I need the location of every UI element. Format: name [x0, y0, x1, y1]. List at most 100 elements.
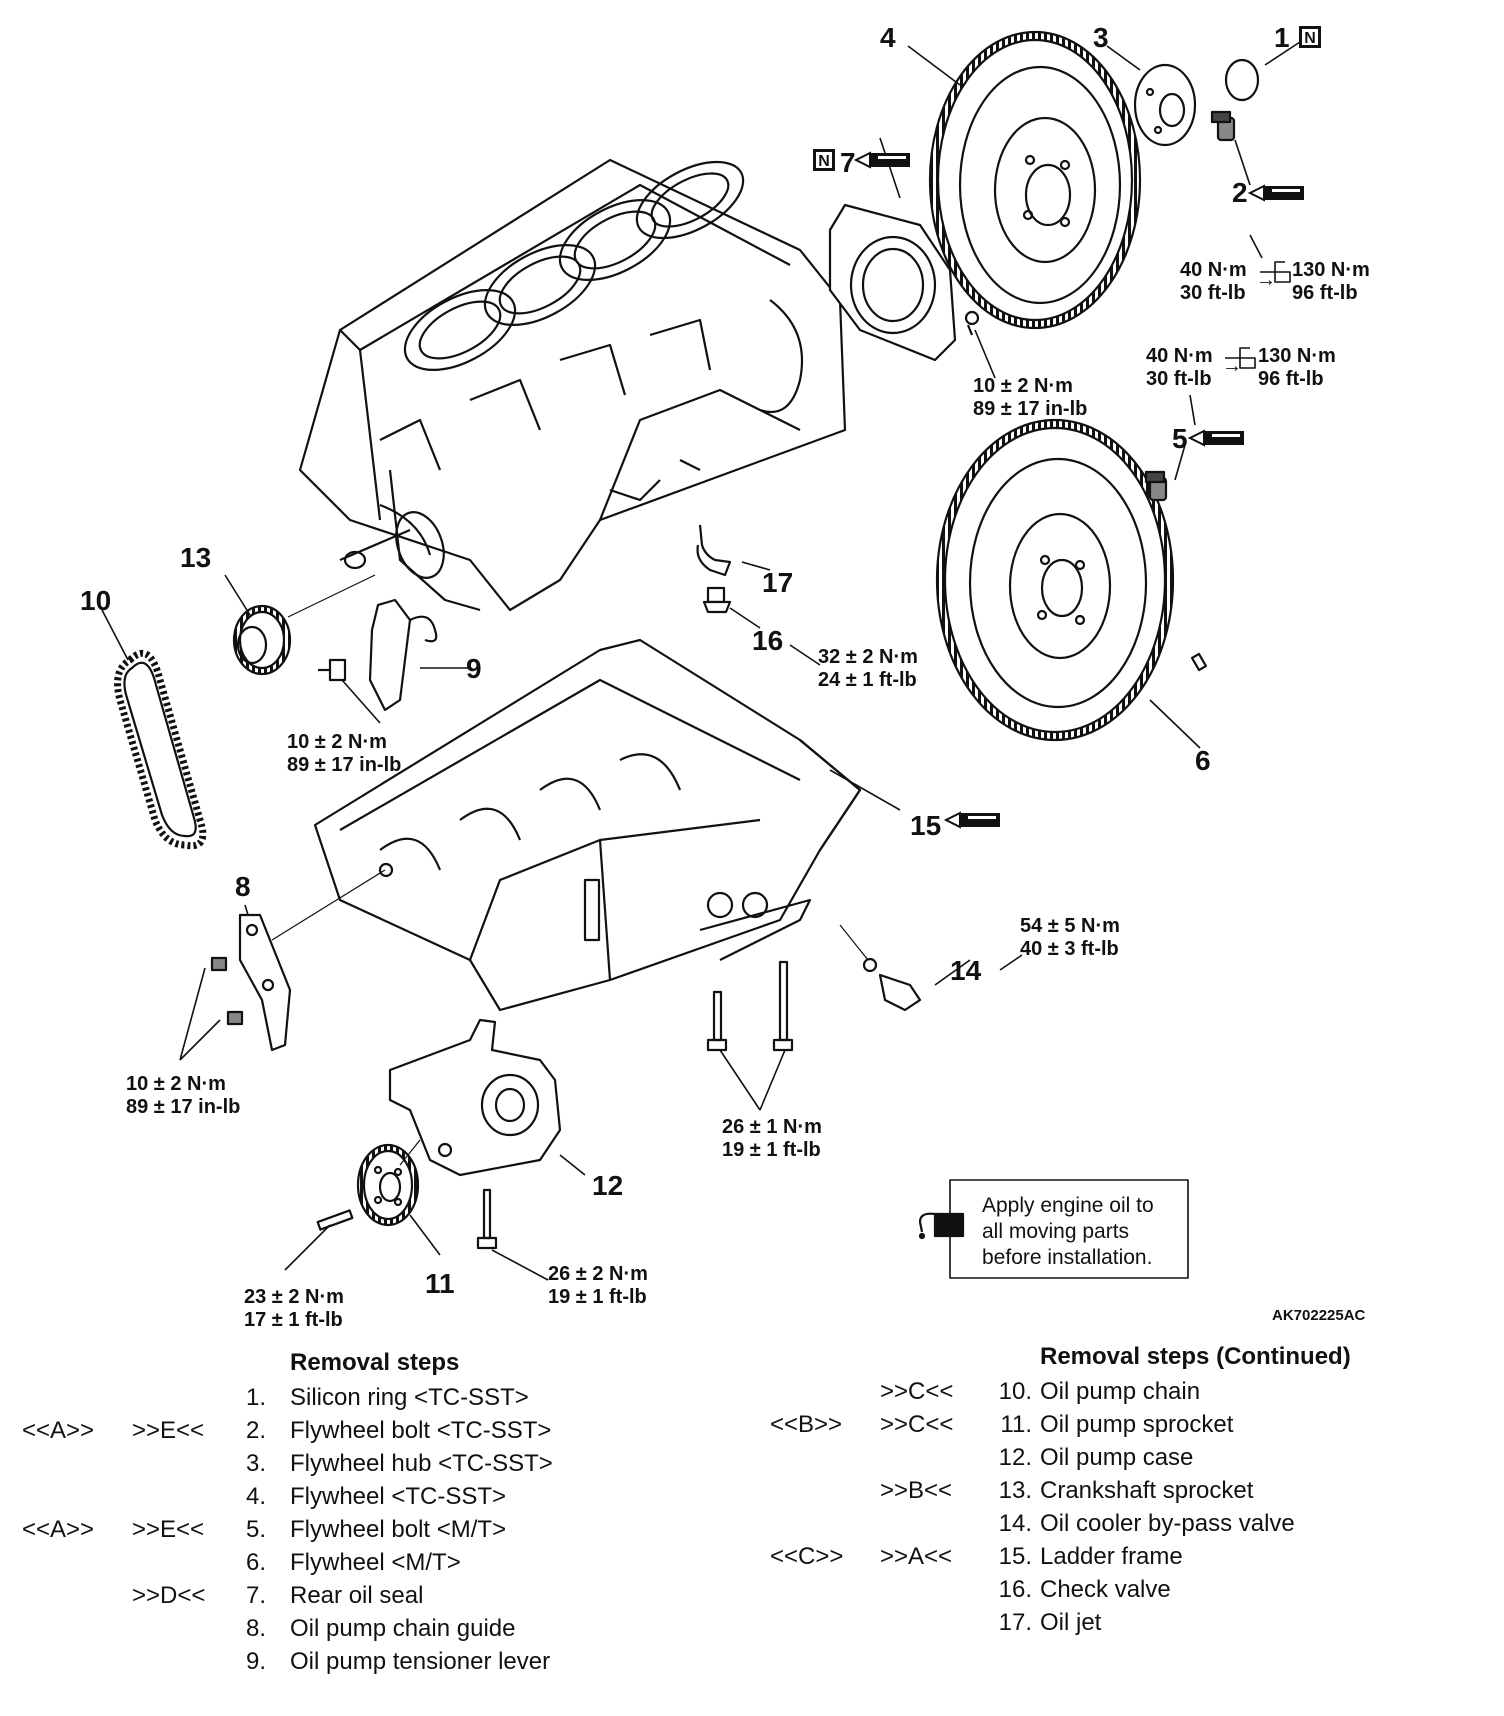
torque-7-nm: 10 ± 2 N·m: [973, 375, 1073, 397]
callout-16: 16: [752, 625, 783, 656]
new-part-mark-7: N: [813, 149, 835, 171]
step-number: 6.: [245, 1549, 266, 1576]
torque-5a-nm: 40 N·m: [1146, 345, 1213, 367]
step-row: 1. Silicon ring <TC-SST>: [22, 1381, 622, 1414]
step-number: 10.: [998, 1378, 1032, 1405]
step-row: >>B<<13.Crankshaft sprocket: [770, 1474, 1490, 1507]
torque-16-nm: 32 ± 2 N·m: [818, 646, 918, 668]
ladder-frame-bolts: [706, 960, 794, 1052]
removal-symbol: <<A>>: [22, 1417, 95, 1444]
torque-step-bracket-2: [1260, 261, 1291, 283]
step-number: 4.: [245, 1483, 266, 1510]
step-row: 16. Check valve: [770, 1573, 1490, 1606]
torque-5b-ftlb: 96 ft-lb: [1258, 368, 1324, 390]
torque-11-ftlb: 17 ± 1 ft-lb: [244, 1309, 343, 1331]
step-number: 1.: [245, 1384, 266, 1411]
torque-8-nm: 10 ± 2 N·m: [126, 1073, 226, 1095]
svg-text:N: N: [818, 153, 830, 170]
cylinder-block: [298, 158, 847, 612]
removal-symbol: <<A>>: [22, 1516, 95, 1543]
step-text: Oil jet: [1040, 1609, 1102, 1636]
torque-5b-nm: 130 N·m: [1258, 345, 1336, 367]
torque-2a-nm: 40 N·m: [1180, 259, 1247, 281]
alignment-lines: [271, 574, 869, 1166]
step-number: 15.: [998, 1543, 1032, 1570]
callout-3: 3: [1093, 22, 1109, 53]
arrow-mark-15: [945, 812, 1001, 828]
torque-14-nm: 54 ± 5 N·m: [1020, 915, 1120, 937]
flywheel-tc-sst: [928, 30, 1142, 330]
oil-jet: [696, 524, 732, 577]
step-number: 8.: [245, 1615, 266, 1642]
installation-symbol: >>E<<: [132, 1417, 205, 1444]
arrow-mark-5: [1189, 430, 1245, 446]
check-valve: [702, 586, 732, 614]
callout-14: 14: [950, 955, 982, 986]
step-number: 2.: [245, 1417, 266, 1444]
callout-12: 12: [592, 1170, 623, 1201]
torque-7-inlb: 89 ± 17 in-lb: [973, 398, 1087, 420]
step-text: Oil pump case: [1040, 1444, 1194, 1471]
torque-8-inlb: 89 ± 17 in-lb: [126, 1096, 240, 1118]
step-text: Flywheel <TC-SST>: [290, 1483, 507, 1510]
callout-5: 5: [1172, 423, 1188, 454]
step-text: Silicon ring <TC-SST>: [290, 1384, 529, 1411]
step-row: 12. Oil pump case: [770, 1441, 1490, 1474]
oil-pump-case: [388, 1018, 562, 1177]
callout-6: 6: [1195, 745, 1211, 776]
oil-cooler-bypass-valve: [862, 957, 922, 1012]
step-number: 11.: [1000, 1411, 1032, 1438]
step-text: Crankshaft sprocket: [1040, 1477, 1254, 1504]
torque-9-nm: 10 ± 2 N·m: [287, 731, 387, 753]
step-row: <<B>>>>C<<11.Oil pump sprocket: [770, 1408, 1490, 1441]
ladder-frame: [313, 638, 862, 1012]
removal-steps-continued: Removal steps (Continued) >>C<<10.Oil pu…: [770, 1340, 1490, 1639]
removal-symbol: <<B>>: [770, 1411, 843, 1438]
silicon-ring: [1224, 58, 1260, 102]
removal-steps-list: 1. Silicon ring <TC-SST> <<A>> >>E<< 2. Flywh…: [22, 1381, 622, 1678]
step-number: 9.: [245, 1648, 266, 1675]
flywheel-hub: [1133, 63, 1197, 147]
step-number: 17.: [998, 1609, 1032, 1636]
step-row: 8.Oil pump chain guide: [22, 1612, 622, 1645]
step-text: Oil pump tensioner lever: [290, 1648, 551, 1675]
torque-16-ftlb: 24 ± 1 ft-lb: [818, 669, 917, 691]
oil-pump-sprocket: [356, 1143, 420, 1227]
torque-14-ftlb: 40 ± 3 ft-lb: [1020, 938, 1119, 960]
callout-8: 8: [235, 871, 251, 902]
step-text: Flywheel <M/T>: [290, 1549, 461, 1576]
oil-pump-bolts: [316, 1188, 498, 1250]
installation-symbol: >>D<<: [132, 1582, 206, 1609]
torque-step-arrow-5: →: [1222, 355, 1242, 377]
step-text: Check valve: [1040, 1576, 1171, 1603]
torque-2a-ftlb: 30 ft-lb: [1180, 282, 1246, 304]
step-number: 16.: [998, 1576, 1032, 1603]
note-line-1: Apply engine oil to: [982, 1194, 1154, 1217]
step-number: 14.: [998, 1510, 1032, 1537]
torque-bolts-ftlb: 19 ± 1 ft-lb: [722, 1139, 821, 1161]
step-text: Oil cooler by-pass valve: [1040, 1510, 1295, 1537]
step-row: 6. Flywheel <M/T>: [22, 1546, 622, 1579]
step-row: <<C>>>>A<<15.Ladder frame: [770, 1540, 1490, 1573]
step-row: >>C<<10.Oil pump chain: [770, 1375, 1490, 1408]
step-number: 3.: [245, 1450, 266, 1477]
svg-text:N: N: [1304, 30, 1316, 47]
step-text: Oil pump sprocket: [1040, 1411, 1234, 1438]
removal-steps-continued-heading: Removal steps (Continued): [1040, 1343, 1351, 1370]
callout-17: 17: [762, 567, 793, 598]
removal-steps: Removal steps 1.Silicon ring <TC-SST><<A…: [22, 1346, 622, 1678]
oil-pump-tensioner-lever: [318, 598, 438, 712]
step-text: Rear oil seal: [290, 1582, 424, 1609]
step-number: 7.: [245, 1582, 266, 1609]
callout-4: 4: [880, 22, 896, 53]
flywheel-bolt-mt: [1144, 470, 1168, 502]
callout-13: 13: [180, 542, 211, 573]
step-number: 12.: [998, 1444, 1032, 1471]
flywheel-mt: [935, 418, 1208, 742]
torque-11-nm: 23 ± 2 N·m: [244, 1286, 344, 1308]
oil-pump-chain-guide: [210, 913, 292, 1052]
step-row: <<A>>>>E<<2.Flywheel bolt <TC-SST>: [22, 1414, 622, 1447]
step-text: Flywheel hub <TC-SST>: [290, 1450, 553, 1477]
flywheel-bolt-tc: [1210, 110, 1236, 142]
